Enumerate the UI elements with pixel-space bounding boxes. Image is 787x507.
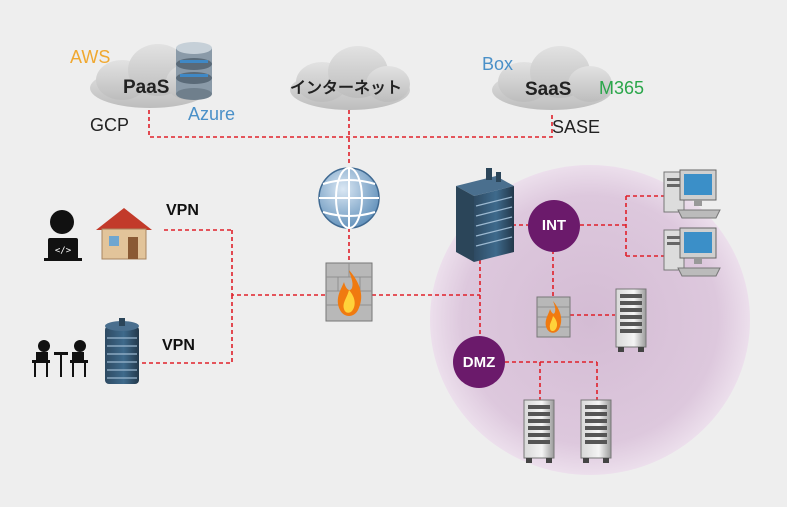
workstation-icon	[663, 169, 721, 219]
box-label: Box	[482, 54, 514, 74]
azure-label: Azure	[188, 104, 236, 124]
dmz-zone-node	[453, 336, 505, 388]
house-icon	[96, 208, 152, 260]
gcp-label: GCP	[90, 115, 130, 135]
meeting-people-icon	[32, 340, 88, 377]
internet-cloud	[290, 46, 410, 110]
paas-label: PaaS	[123, 77, 170, 98]
sase-label: SASE	[552, 117, 601, 137]
workstation-icon	[663, 227, 721, 277]
int-zone-node	[528, 200, 580, 252]
internet-label: インターネット	[290, 80, 403, 97]
server-rack-icon	[615, 288, 647, 353]
int-label: INT	[541, 217, 567, 234]
saas-label: SaaS	[525, 79, 572, 100]
dmz-label: DMZ	[462, 354, 496, 371]
vpn-label-home: VPN	[166, 202, 199, 219]
globe-icon	[318, 167, 380, 229]
aws-label: AWS	[70, 47, 111, 67]
m365-label: M365	[599, 78, 645, 98]
branch-building-icon	[105, 318, 139, 384]
office-building-icon	[456, 168, 514, 262]
remote-worker-icon: </>	[44, 210, 82, 261]
firewall-icon	[536, 296, 571, 338]
database-cylinder-icon	[176, 42, 212, 100]
branch-vpn-link	[142, 295, 233, 364]
vpn-upper-link	[231, 230, 330, 296]
server-rack-icon	[523, 399, 555, 464]
svg-text:</>: </>	[55, 246, 72, 256]
network-links	[142, 110, 665, 400]
cloud-backbone-link	[148, 110, 553, 138]
server-rack-icon	[580, 399, 612, 464]
vpn-label-branch: VPN	[162, 337, 195, 354]
firewall-icon	[325, 262, 373, 322]
